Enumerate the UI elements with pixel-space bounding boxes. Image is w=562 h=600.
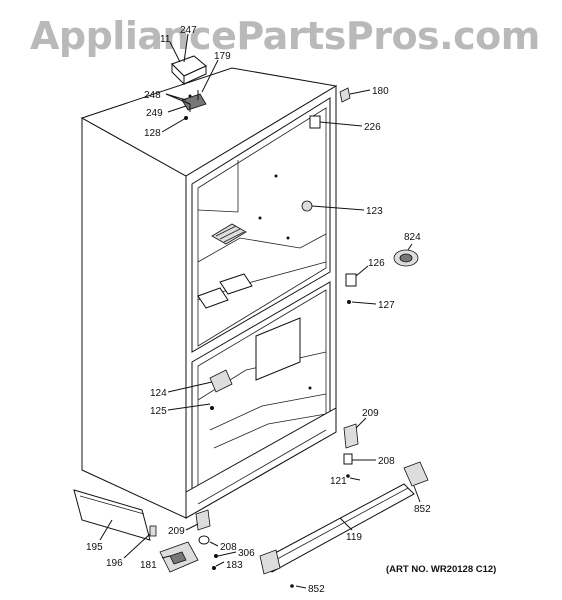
- callout-179: 179: [214, 51, 231, 62]
- cabinet: [80, 67, 338, 519]
- callout-126: 126: [368, 258, 385, 269]
- callout-208-left: 208: [220, 542, 237, 553]
- part-209-right: [343, 423, 359, 449]
- callout-852-right: 852: [414, 504, 431, 515]
- callout-183: 183: [226, 560, 243, 571]
- callout-248: 248: [144, 90, 161, 101]
- end-cap-852-right: [403, 461, 429, 487]
- part-208-right: [343, 453, 353, 465]
- callout-226: 226: [364, 122, 381, 133]
- right-side-parts: [209, 87, 419, 478]
- part-125: [210, 406, 214, 410]
- top-hinge-bracket: [181, 93, 207, 111]
- art-number: (ART NO. WR20128 C12): [386, 564, 496, 575]
- part-208-left: [198, 535, 210, 545]
- callout-128: 128: [144, 128, 161, 139]
- callout-852-bottom: 852: [308, 584, 325, 595]
- callout-11: 11: [160, 34, 171, 45]
- end-cap-852-left: [259, 549, 281, 575]
- toe-grille: [73, 489, 151, 541]
- part-124: [209, 369, 233, 393]
- top-hinge-assembly: [171, 55, 207, 120]
- part-123: [301, 200, 313, 212]
- callout-196: 196: [106, 558, 123, 569]
- callout-127: 127: [378, 300, 395, 311]
- callout-208-right: 208: [378, 456, 395, 467]
- callout-123: 123: [366, 206, 383, 217]
- callout-124: 124: [150, 388, 167, 399]
- part-306: [214, 554, 218, 558]
- callout-306: 306: [238, 548, 255, 559]
- callout-247: 247: [180, 25, 197, 36]
- cabinet-side-panel: [81, 117, 187, 519]
- leader-lines: [99, 33, 421, 589]
- part-121: [346, 474, 350, 478]
- callout-121: 121: [330, 476, 347, 487]
- bottom-parts: [73, 461, 429, 588]
- callout-195: 195: [86, 542, 103, 553]
- callout-209-right: 209: [362, 408, 379, 419]
- callout-824: 824: [404, 232, 421, 243]
- part-183: [212, 566, 216, 570]
- part-226: [309, 115, 321, 129]
- part-126: [345, 273, 357, 287]
- part-196: [149, 525, 157, 537]
- callout-249: 249: [146, 108, 163, 119]
- callout-209-left: 209: [168, 526, 185, 537]
- callout-125: 125: [150, 406, 167, 417]
- part-127: [347, 300, 351, 304]
- callout-180: 180: [372, 86, 389, 97]
- watermark: AppliancePartsPros.com: [30, 14, 540, 58]
- callout-181: 181: [140, 560, 157, 571]
- callout-labels: 247 11 179 248 249 128 180 226 123 824 1…: [86, 25, 496, 595]
- callout-119: 119: [346, 532, 362, 543]
- part-209-left: [195, 509, 211, 531]
- part-180: [339, 87, 351, 103]
